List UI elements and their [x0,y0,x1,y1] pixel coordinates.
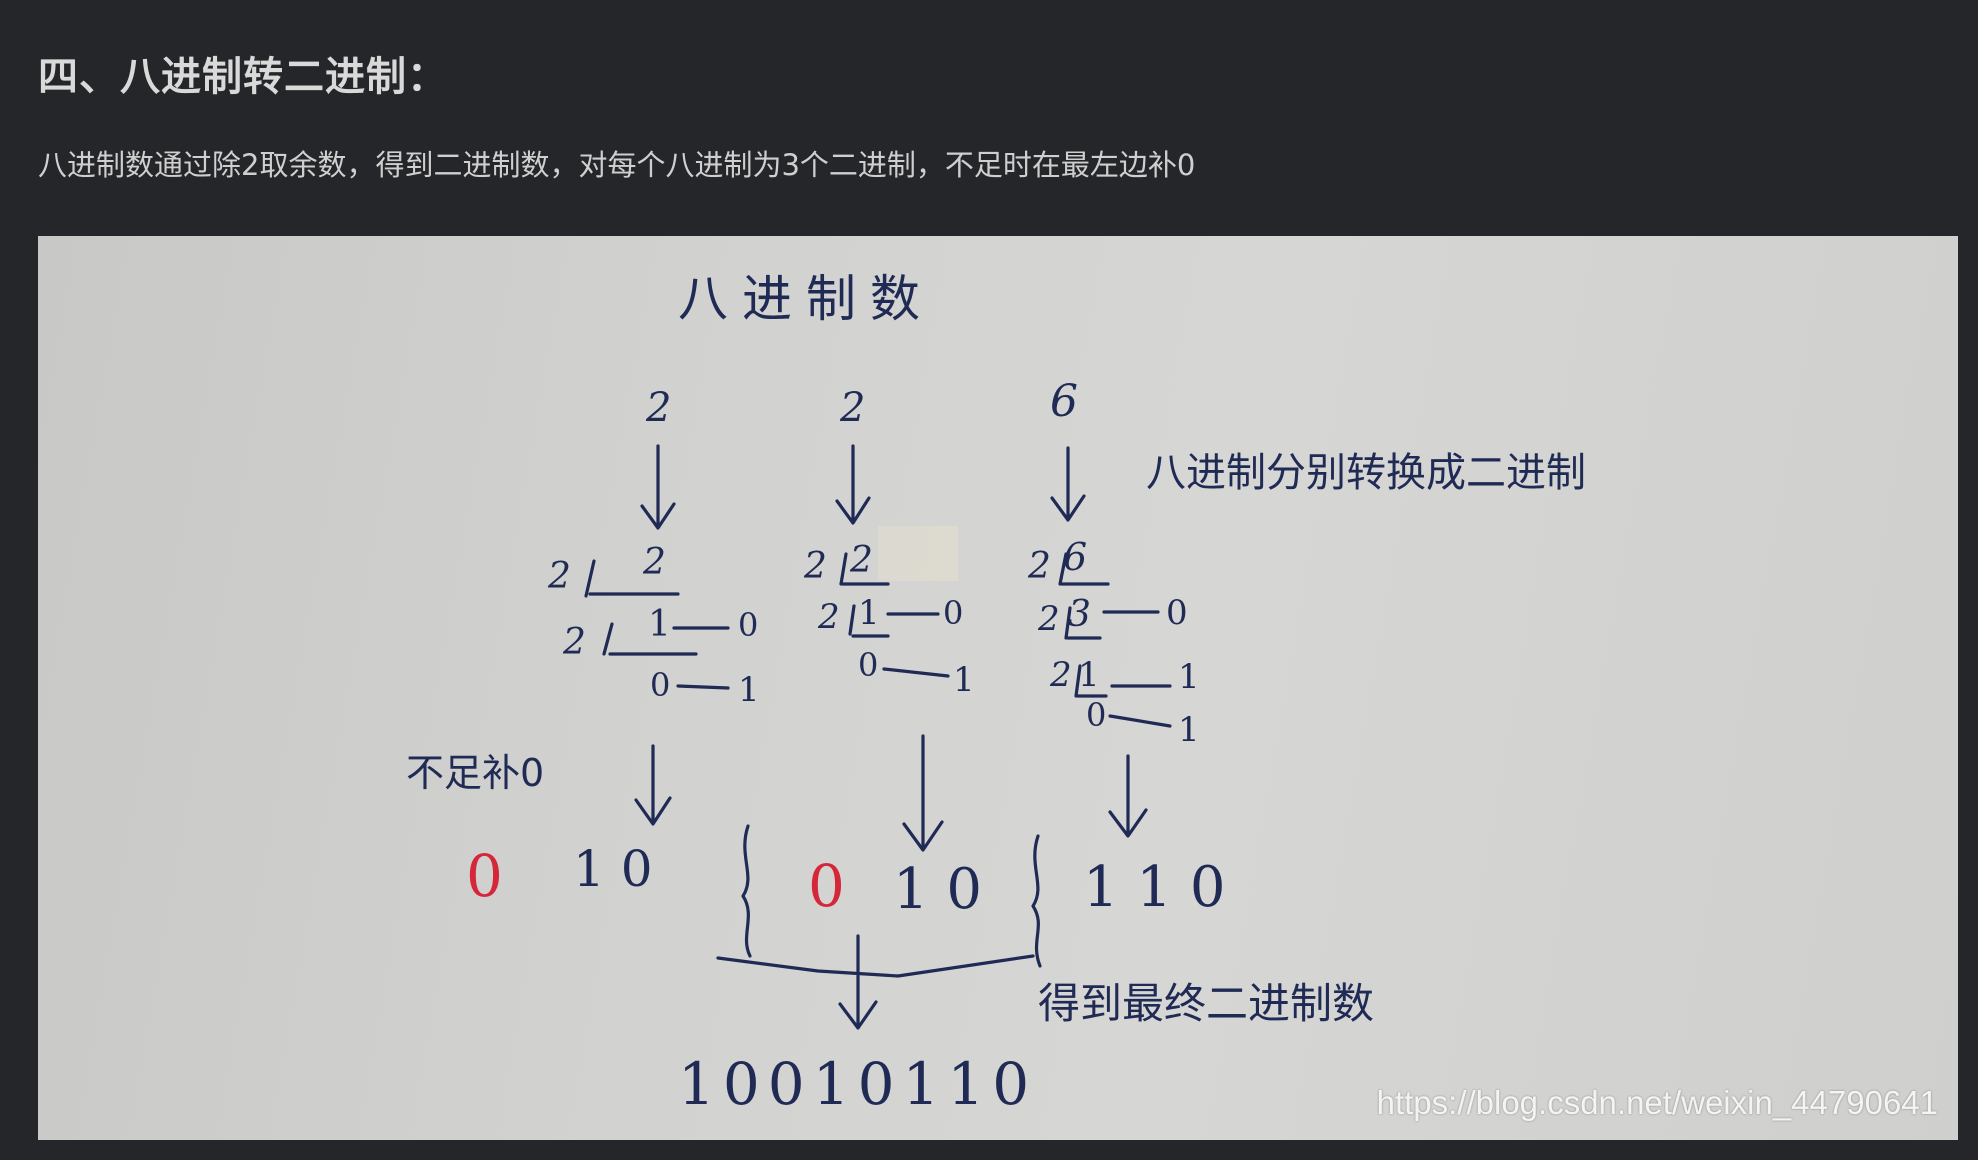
note-convert: 八进制分别转换成二进制 [1146,450,1586,496]
svg-text:2: 2 [547,556,571,597]
svg-text:1 0: 1 0 [893,857,982,922]
binary-group-2: 0 1 0 [808,852,982,922]
handwritten-photo: 八进制数 2 2 6 八进制分别转换成二进制 2 2 2 1 0 0 1 2 2… [38,236,1958,1140]
svg-text:0: 0 [738,606,758,644]
svg-text:2: 2 [849,540,873,581]
svg-text:1: 1 [1178,657,1200,697]
svg-text:0: 0 [650,666,670,704]
svg-text:2: 2 [1027,546,1051,587]
octal-digit-3: 6 [1050,376,1078,427]
division-col-1: 2 2 2 1 0 0 1 [547,542,760,710]
watermark: https://blog.csdn.net/weixin_44790641 [1376,1084,1938,1121]
photo-title: 八进制数 [678,270,934,328]
svg-text:0: 0 [1166,593,1188,633]
svg-text:1: 1 [858,593,880,633]
svg-text:3: 3 [1068,594,1091,635]
svg-text:0: 0 [943,594,963,632]
binary-group-1: 0 1 0 [466,840,653,910]
svg-text:2: 2 [1037,599,1060,639]
svg-text:0: 0 [858,646,878,684]
description-paragraph: 八进制数通过除2取余数，得到二进制数，对每个八进制为3个二进制，不足时在最左边补… [38,148,1196,182]
svg-text:1 0: 1 0 [573,840,653,898]
section-heading: 四、八进制转二进制： [38,54,448,100]
binary-group-3: 1 1 0 [1083,855,1226,920]
svg-text:2: 2 [817,597,840,637]
svg-text:1: 1 [1078,655,1100,695]
octal-digit-1: 2 [645,385,671,431]
svg-text:2: 2 [642,542,666,583]
svg-text:1: 1 [1178,710,1200,750]
note-pad: 不足补0 [406,751,544,795]
arrows-top [640,444,1086,530]
group-divider-1 [741,824,752,958]
group-divider-2 [1031,834,1042,968]
octal-digit-2: 2 [839,385,865,431]
division-col-3: 2 6 2 3 0 2 1 1 0 1 [1027,535,1200,750]
note-result: 得到最终二进制数 [1038,979,1374,1028]
svg-text:0: 0 [808,852,845,920]
svg-text:2: 2 [562,622,586,663]
svg-text:1: 1 [648,604,671,645]
handwriting-drawing: 八进制数 2 2 6 八进制分别转换成二进制 2 2 2 1 0 0 1 2 2… [406,270,1586,1118]
svg-text:2: 2 [803,546,827,587]
svg-text:0: 0 [1086,696,1106,734]
division-col-2: 2 2 2 1 0 0 1 [803,526,975,700]
svg-text:0: 0 [466,842,503,910]
arrows-bottom [634,734,1148,852]
final-binary: 10010110 [678,1050,1037,1118]
svg-text:1: 1 [738,670,760,710]
svg-text:2: 2 [1049,655,1072,695]
svg-text:1 1 0: 1 1 0 [1083,855,1226,920]
merge-bracket [716,934,1035,1030]
svg-text:1: 1 [953,660,975,700]
